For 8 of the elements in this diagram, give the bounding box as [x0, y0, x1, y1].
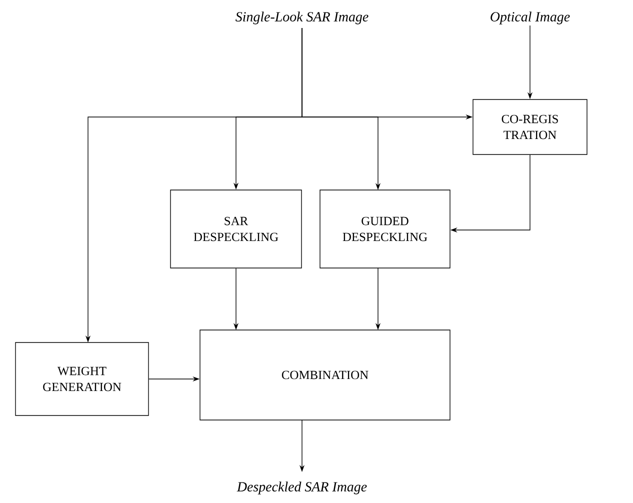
process-box: WEIGHT GENERATION [15, 342, 149, 416]
process-box: GUIDED DESPECKLING [320, 190, 450, 268]
image-label: Optical Image [490, 12, 570, 24]
process-box: COMBINATION [200, 330, 450, 420]
image-label: Despeckled SAR Image [236, 482, 367, 494]
process-box: CO-REGIS TRATION [472, 99, 588, 155]
image-label: Single-Look SAR Image [236, 12, 368, 24]
process-box: SAR DESPECKLING [170, 190, 302, 268]
